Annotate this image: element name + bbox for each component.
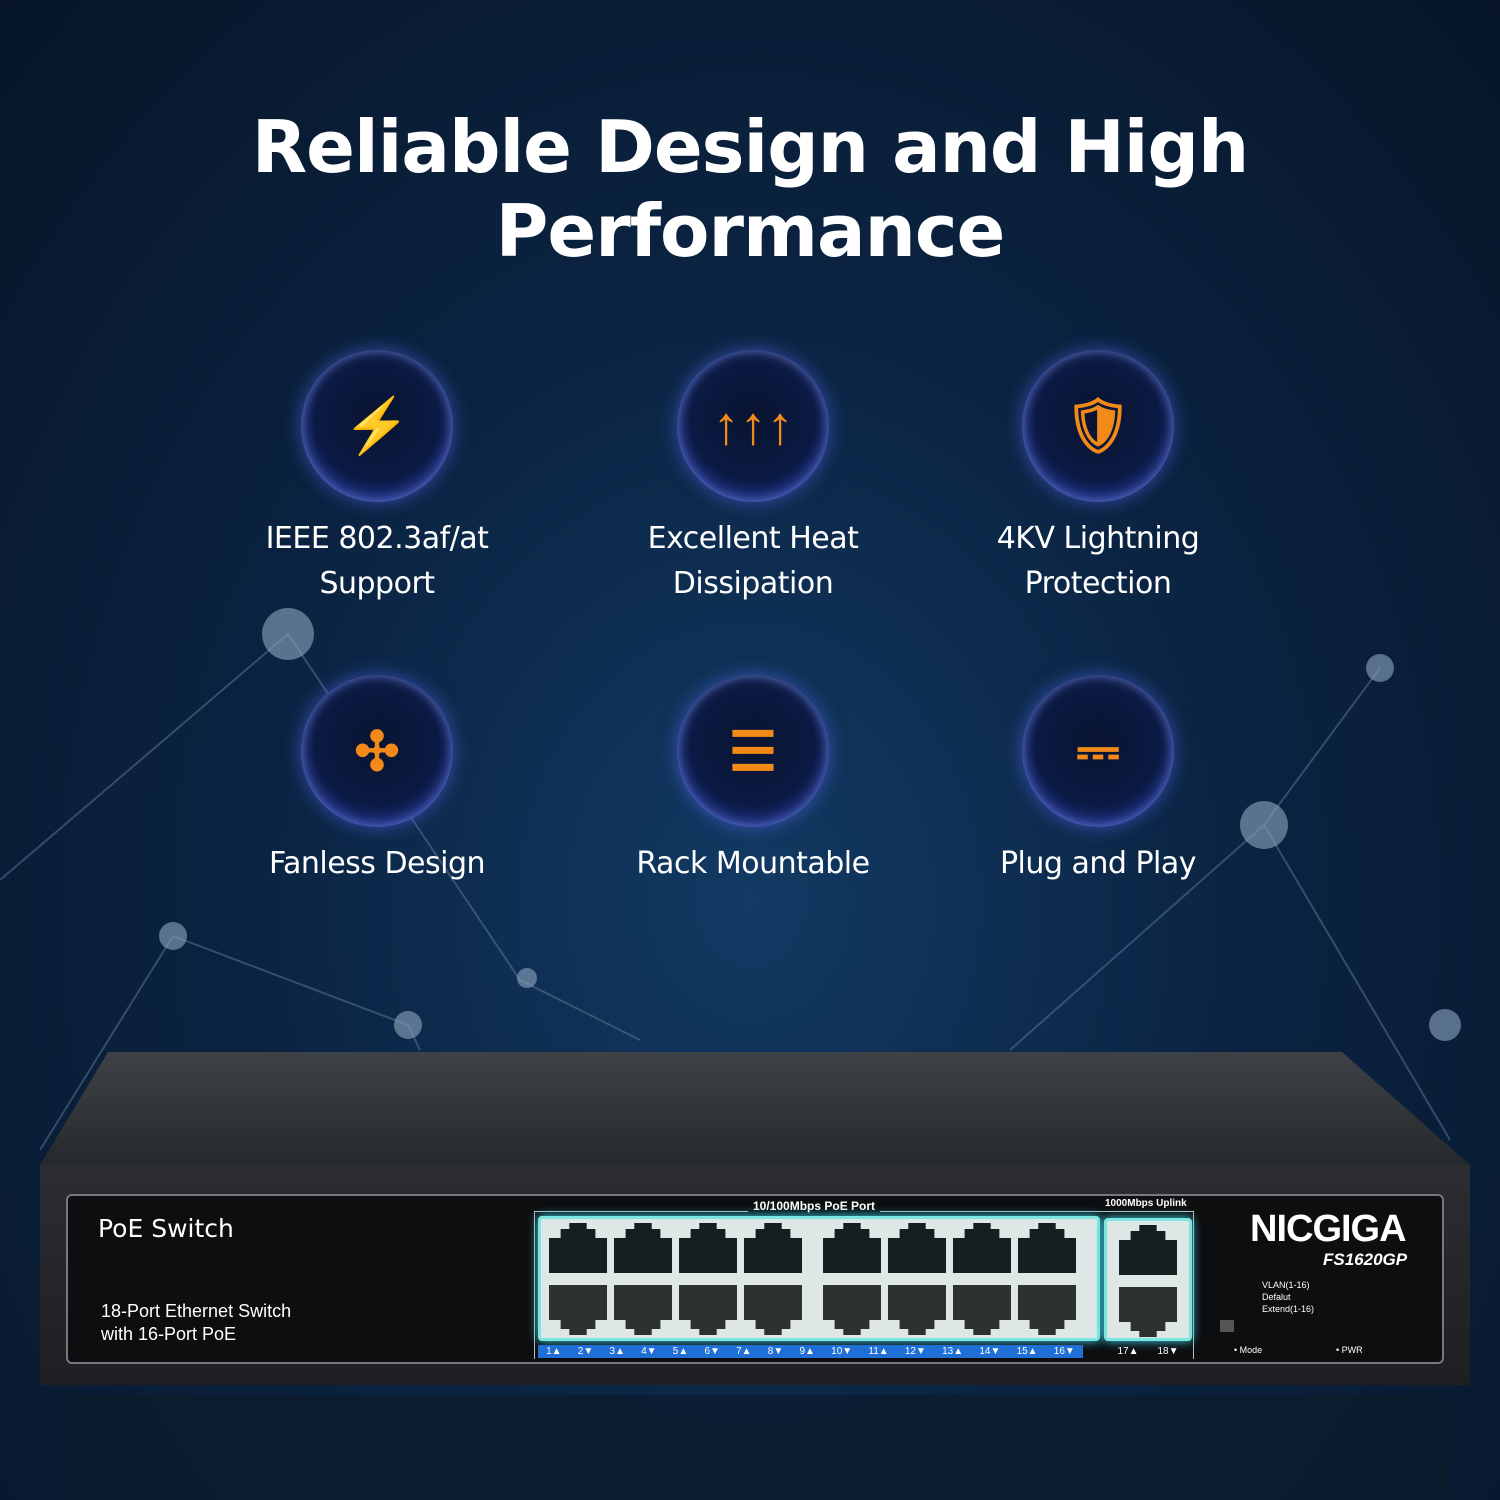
port-number-label: 6▼ (704, 1346, 720, 1357)
port-number-label: 18▼ (1157, 1346, 1179, 1357)
uplink-label-strip: 17▲ 18▼ (1108, 1345, 1188, 1358)
port-number-label: 9▲ (799, 1346, 815, 1357)
ethernet-port[interactable] (888, 1285, 946, 1335)
feature-orb: 🛡 (1022, 350, 1174, 502)
feature-label-line: Fanless Design (268, 846, 486, 881)
ethernet-port[interactable] (549, 1223, 607, 1273)
feature-label: Rack Mountable (603, 841, 903, 886)
page-title: Reliable Design and High Performance (251, 105, 1250, 273)
poe-port-group (538, 1216, 1100, 1341)
feature-item: ⎓ Plug and Play (948, 675, 1248, 886)
ethernet-port[interactable] (679, 1285, 737, 1335)
port-number-label: 16▼ (1053, 1346, 1075, 1357)
feature-label-line: Protection (1024, 566, 1172, 601)
feature-label-line: 4KV Lightning (996, 521, 1200, 556)
rack-icon: ☰ (728, 721, 778, 782)
feature-label: Fanless Design (227, 841, 527, 886)
feature-orb: ↑↑↑ (677, 350, 829, 502)
mode-led: • Mode (1234, 1345, 1263, 1355)
ethernet-port[interactable] (1119, 1287, 1177, 1337)
port-number-label: 11▲ (868, 1346, 889, 1357)
ethernet-port[interactable] (549, 1285, 607, 1335)
ethernet-port[interactable] (823, 1285, 881, 1335)
feature-orb: ⚡ (301, 350, 453, 502)
ethernet-port[interactable] (953, 1223, 1011, 1273)
desc-line: 18-Port Ethernet Switch (101, 1301, 292, 1321)
feature-item: ✣ Fanless Design (227, 675, 527, 886)
feature-orb: ⎓ (1022, 675, 1174, 827)
ethernet-port[interactable] (888, 1223, 946, 1273)
ethernet-port[interactable] (614, 1285, 672, 1335)
power-led: • PWR (1336, 1345, 1363, 1355)
feature-label-line: IEEE 802.3af/at (265, 521, 489, 556)
heat-dissipation-icon: ↑↑↑ (712, 396, 794, 456)
dip-switch[interactable] (1220, 1320, 1234, 1332)
no-fan-icon: ✣ (354, 721, 400, 782)
dip-label-vlan: VLAN(1-16) (1262, 1280, 1310, 1290)
ethernet-port[interactable] (1018, 1223, 1076, 1273)
port-number-label: 8▼ (767, 1346, 784, 1357)
ethernet-port[interactable] (744, 1285, 802, 1335)
port-number-label: 7▲ (736, 1346, 752, 1357)
switch-name: PoE Switch (98, 1214, 234, 1243)
port-number-label: 12▼ (904, 1346, 926, 1357)
port-number-label: 17▲ (1117, 1346, 1139, 1357)
ethernet-port[interactable] (614, 1223, 672, 1273)
ethernet-port[interactable] (823, 1223, 881, 1273)
port-number-label: 14▼ (979, 1346, 1001, 1357)
feature-label-line: Rack Mountable (636, 846, 870, 881)
ethernet-port[interactable] (679, 1223, 737, 1273)
port-number-label: 4▼ (641, 1346, 657, 1357)
ethernet-port[interactable] (744, 1223, 802, 1273)
ethernet-port[interactable] (1119, 1225, 1177, 1275)
ethernet-port-power-icon: ⚡ (343, 395, 411, 456)
feature-label-line: Excellent Heat (647, 521, 859, 556)
port-number-label: 13▲ (942, 1346, 964, 1357)
feature-label-line: Dissipation (672, 566, 834, 601)
feature-orb: ✣ (301, 675, 453, 827)
switch-front-panel: PoE Switch 18-Port Ethernet Switch with 1… (40, 1165, 1470, 1385)
feature-label-line: Support (319, 566, 435, 601)
brand-logo: NICGIGA (1250, 1208, 1407, 1250)
port-number-label: 10▼ (831, 1346, 853, 1357)
dip-label-extend: Extend(1-16) (1262, 1304, 1315, 1314)
dip-label-default: Defalut (1262, 1292, 1291, 1302)
lightning-shield-icon: 🛡 (1063, 395, 1133, 456)
feature-label-line: Plug and Play (999, 846, 1197, 881)
feature-item: ☰ Rack Mountable (603, 675, 903, 886)
port-label-strip: 1▲ 2▼ 3▲ 4▼ 5▲ 6▼ 7▲ 8▼ 9▲ 10▼ 11▲ 12▼ 13▲ 14▼ 15▲ 16▼ (538, 1345, 1083, 1358)
port-number-label: 2▼ (577, 1346, 594, 1357)
ethernet-port[interactable] (953, 1285, 1011, 1335)
poe-port-header: 10/100Mbps PoE Port (748, 1199, 881, 1213)
uplink-port-group (1104, 1218, 1192, 1341)
feature-orb: ☰ (677, 675, 829, 827)
port-number-label: 15▲ (1016, 1346, 1038, 1357)
plug-cable-icon: ⎓ (1076, 720, 1120, 781)
port-number-label: 1▲ (546, 1346, 562, 1357)
port-number-label: 3▲ (609, 1346, 625, 1357)
switch-description: 18-Port Ethernet Switch with 16-Port PoE (101, 1300, 291, 1346)
port-number-label: 5▲ (672, 1346, 689, 1357)
feature-label: Plug and Play (948, 841, 1248, 886)
model-number: FS1620GP (1323, 1250, 1408, 1269)
ethernet-port[interactable] (1018, 1285, 1076, 1335)
desc-line: with 16-Port PoE (101, 1324, 237, 1344)
uplink-header: 1000Mbps Uplink (1100, 1198, 1192, 1209)
panel-face: PoE Switch 18-Port Ethernet Switch with 1… (66, 1194, 1444, 1364)
